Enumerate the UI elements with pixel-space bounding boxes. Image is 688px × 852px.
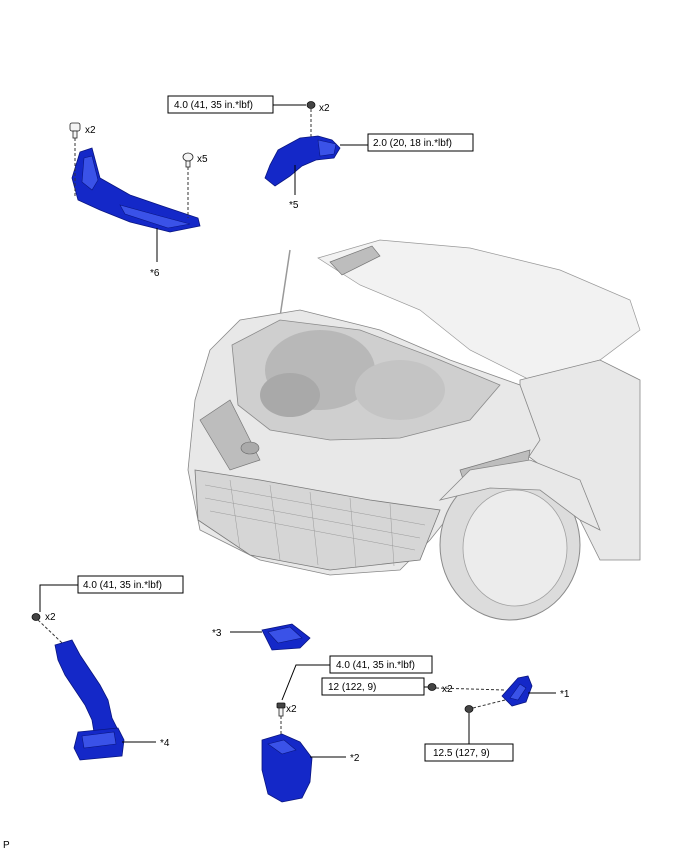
part-4-group [31,575,184,761]
torque-label: 4.0 (41, 35 in.*lbf) [174,100,253,111]
torque-label: 4.0 (41, 35 in.*lbf) [83,580,162,591]
part-1-group [321,675,556,762]
part-3-group [230,623,311,651]
clip-icon [69,122,81,139]
torque-box [424,743,514,762]
torque-label: 12.5 (127, 9) [433,748,490,759]
quantity-label: x2 [319,103,330,114]
bolt-icon [427,683,437,691]
bolt-icon [306,101,316,109]
torque-box [367,133,474,152]
bolt-icon [464,705,474,713]
bolt-icon [276,702,286,717]
callout-1: *1 [560,689,570,700]
quantity-label: x5 [197,154,208,165]
quantity-label: x2 [442,684,453,695]
callout-3: *3 [212,628,222,639]
quantity-label: x2 [85,125,96,136]
part-6-group [69,122,201,262]
part-2-group [261,655,433,803]
part-5-group [167,95,474,195]
cooling-plate-bracket [71,147,201,233]
quantity-label: x2 [45,612,56,623]
torque-label: 4.0 (41, 35 in.*lbf) [336,660,415,671]
clip-icon [182,152,194,168]
air-cleaner-inlet [261,733,313,803]
corner-mark: P [3,840,10,851]
callout-4: *4 [160,738,170,749]
quantity-label: x2 [286,704,297,715]
torque-label: 2.0 (20, 18 in.*lbf) [373,138,452,149]
torque-label: 12 (122, 9) [328,682,376,693]
air-intake-duct [54,639,119,741]
vehicle-front-illustration [187,239,641,621]
callout-6: *6 [150,268,160,279]
callout-5: *5 [289,200,299,211]
callout-2: *2 [350,753,360,764]
bolt-icon [31,613,41,621]
